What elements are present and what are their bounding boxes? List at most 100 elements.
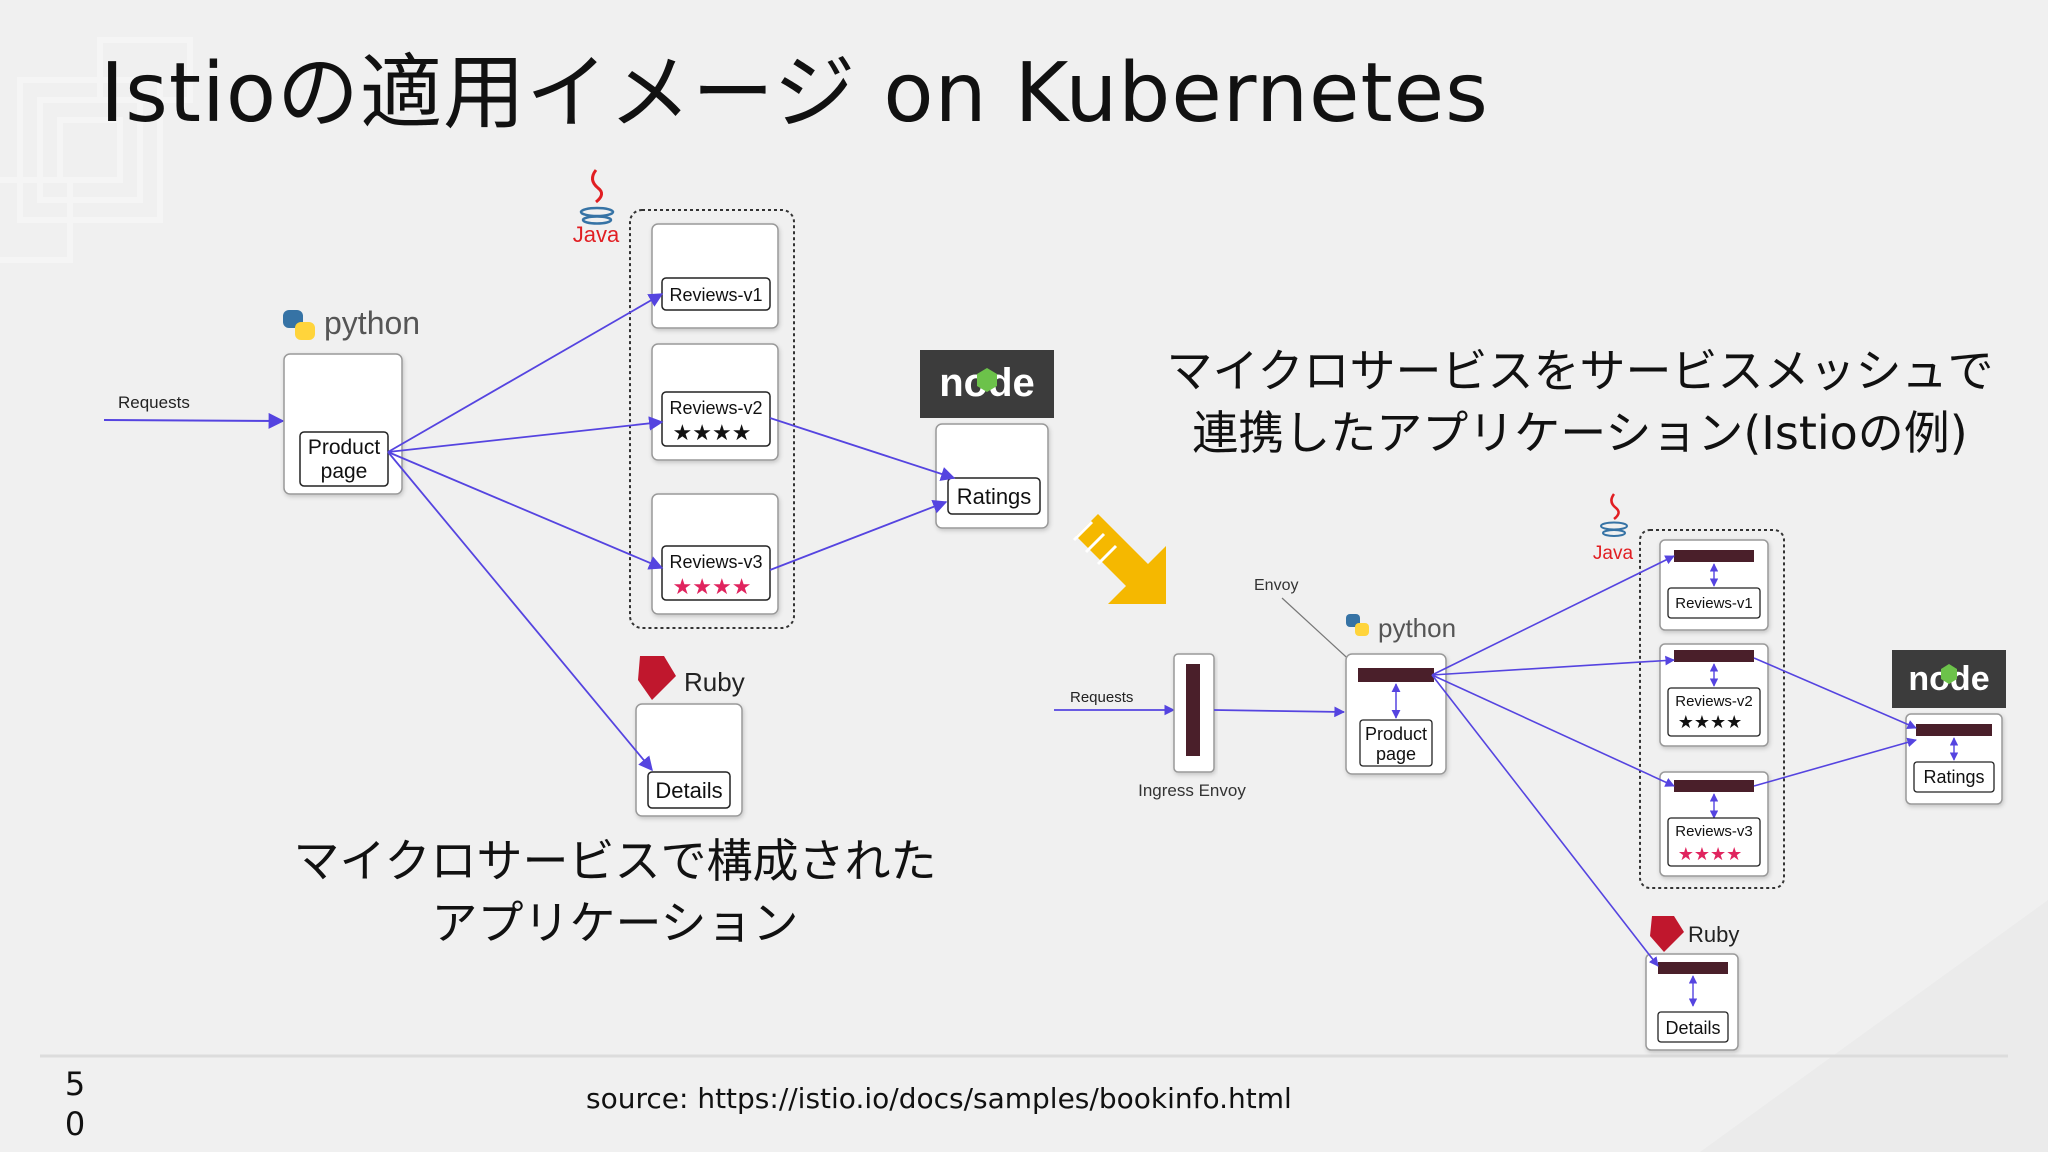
ruby-icon	[1650, 916, 1684, 952]
left-productpage-label-line1: Product	[308, 436, 381, 459]
caption-right-line2: 連携したアプリケーション(Istioの例)	[1192, 406, 1968, 460]
page-number-digit1: 5	[64, 1065, 86, 1103]
right-arrow-pp-v3	[1431, 674, 1675, 787]
left-reviews-v1-label: Reviews-v1	[669, 285, 762, 305]
left-reviews-group	[629, 209, 795, 629]
right-node-logo: node	[1892, 650, 2006, 708]
right-reviews-v2-label-box	[1667, 687, 1761, 737]
slide-title: Istioの適用イメージ on Kubernetes	[100, 46, 1489, 141]
right-reviews-v1-envoy-bar	[1674, 550, 1754, 562]
right-ratings-label: Ratings	[1923, 767, 1984, 787]
left-node-logo: node	[920, 350, 1054, 418]
right-reviews-v3-envoy-bar	[1674, 780, 1754, 792]
left-details-label: Details	[655, 778, 722, 803]
right-arrow-v2-ratings	[1753, 657, 1917, 729]
caption-left: マイクロサービスで構成された アプリケーション	[220, 830, 1010, 954]
left-reviews-v1-node	[651, 223, 779, 329]
left-arrow-v3-ratings	[769, 499, 948, 571]
corner-decoration	[1700, 900, 2048, 1152]
caption-right: マイクロサービスをサービスメッシュで 連携したアプリケーション(Istioの例)	[1140, 340, 2020, 464]
left-ratings-label-box	[947, 477, 1041, 515]
left-productpage-label-line2: page	[321, 460, 368, 483]
right-details-envoy-bar	[1658, 962, 1728, 974]
ruby-icon	[638, 656, 676, 700]
right-arrow-ingress-pp	[1213, 706, 1346, 718]
left-ruby-text: Ruby	[684, 667, 745, 697]
right-reviews-v2-label: Reviews-v2	[1675, 693, 1753, 710]
left-productpage-label-box	[299, 431, 389, 487]
python-icon	[283, 310, 315, 340]
left-requests-arrow	[103, 412, 285, 429]
python-icon	[1346, 614, 1369, 636]
caption-left-line1: マイクロサービスで構成された	[293, 834, 937, 888]
left-arrow-v2-ratings	[769, 417, 956, 481]
page-number: 5 0	[60, 1064, 90, 1144]
right-arrow-pp-v1	[1431, 555, 1675, 676]
left-diagram: Requests python Product page Java	[103, 169, 1054, 817]
source-citation: source: https://istio.io/docs/samples/bo…	[586, 1082, 1292, 1115]
transition-arrow	[1072, 514, 1166, 604]
right-reviews-v3-label-box	[1667, 817, 1761, 867]
left-java-text: Java	[573, 222, 620, 247]
right-java-logo: Java	[1593, 493, 1634, 564]
right-productpage-label-line2: page	[1376, 744, 1416, 764]
left-python-logo: python	[283, 305, 420, 341]
right-arrows	[1431, 555, 1917, 967]
node-hexagon-icon	[977, 368, 997, 392]
right-envoy-pointer	[1281, 597, 1357, 667]
left-java-logo: Java	[573, 169, 620, 247]
right-reviews-v3-stars: ★★★★	[1678, 844, 1743, 864]
left-reviews-v3-label-box	[661, 545, 771, 601]
left-python-text: python	[324, 305, 420, 341]
right-ingress-envoy-bar	[1186, 664, 1200, 756]
right-ruby-logo: Ruby	[1650, 916, 1739, 952]
right-arrow-pp-v2	[1431, 655, 1675, 676]
java-icon	[579, 169, 615, 225]
right-requests-label: Requests	[1070, 689, 1133, 706]
left-arrows	[387, 293, 956, 772]
right-reviews-group	[1639, 529, 1785, 889]
right-ratings-label-box	[1913, 761, 1995, 793]
left-arrow-pp-v2	[387, 416, 664, 453]
right-envoy-label: Envoy	[1254, 577, 1298, 594]
left-requests-label: Requests	[118, 393, 190, 412]
caption-left-line2: アプリケーション	[431, 896, 799, 950]
right-arrow-pp-details	[1431, 674, 1659, 967]
right-reviews-v1-label: Reviews-v1	[1675, 595, 1753, 612]
yellow-arrow-icon	[1076, 514, 1166, 604]
right-diagram: Requests Ingress Envoy Envoy python Prod…	[1054, 493, 2006, 1051]
left-reviews-v2-stars: ★★★★	[673, 420, 752, 445]
left-arrow-pp-details	[387, 451, 653, 772]
right-details-label: Details	[1665, 1018, 1720, 1038]
left-reviews-v2-label: Reviews-v2	[669, 398, 762, 418]
right-arrow-v3-ratings	[1753, 737, 1917, 787]
left-arrow-pp-v1	[387, 293, 664, 453]
right-python-logo: python	[1346, 613, 1456, 643]
left-ratings-label: Ratings	[957, 484, 1032, 509]
left-reviews-v3-label: Reviews-v3	[669, 552, 762, 572]
right-productpage-envoy-bar	[1358, 668, 1434, 682]
maze-pattern-decoration	[0, 37, 193, 263]
right-reviews-v2-envoy-bar	[1674, 650, 1754, 662]
right-details-label-box	[1657, 1011, 1729, 1043]
left-arrow-pp-v3	[387, 451, 664, 570]
right-reviews-v3-label: Reviews-v3	[1675, 823, 1753, 840]
left-ruby-logo: Ruby	[638, 656, 745, 700]
page-number-digit2: 0	[64, 1105, 86, 1143]
right-productpage-label-line1: Product	[1365, 724, 1427, 744]
right-ingress-envoy-label: Ingress Envoy	[1138, 781, 1246, 800]
yellow-arrow-stripes	[1072, 520, 1118, 566]
right-productpage-label-box	[1359, 719, 1433, 767]
right-ratings-envoy-bar	[1916, 724, 1992, 736]
right-ruby-text: Ruby	[1688, 922, 1739, 947]
java-icon	[1600, 493, 1628, 537]
caption-right-line1: マイクロサービスをサービスメッシュで	[1166, 344, 1994, 398]
right-python-text: python	[1378, 613, 1456, 643]
right-java-text: Java	[1593, 543, 1634, 564]
left-reviews-v3-stars: ★★★★	[673, 574, 752, 599]
left-details-label-box	[647, 771, 731, 809]
right-reviews-v1-label-box	[1667, 587, 1761, 619]
node-hexagon-icon	[1941, 664, 1957, 684]
right-reviews-v2-stars: ★★★★	[1678, 712, 1743, 732]
